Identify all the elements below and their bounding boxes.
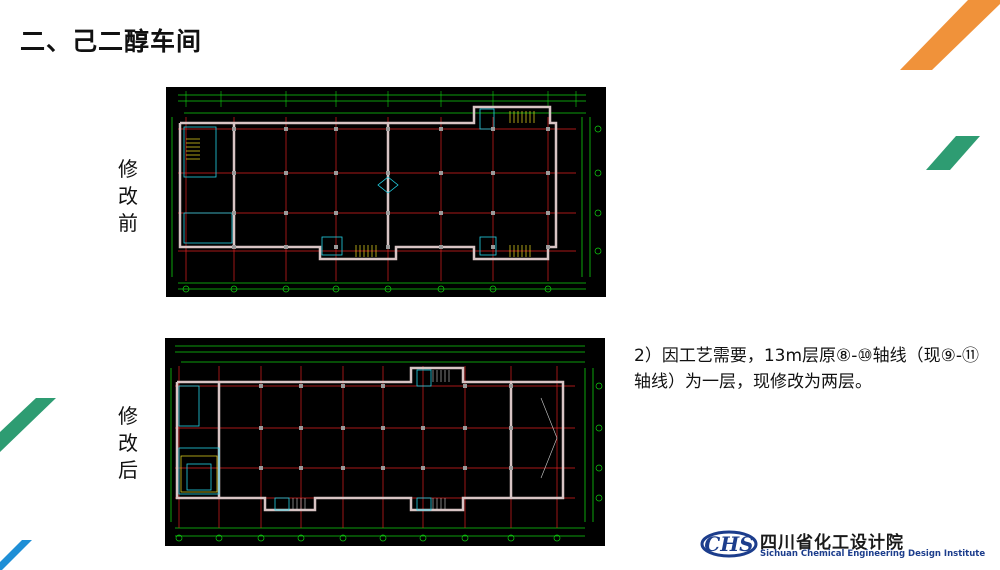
floor-plan-before bbox=[166, 87, 606, 297]
chs-logo-icon: CHS bbox=[700, 530, 758, 558]
label-after: 修改后 bbox=[118, 404, 138, 482]
floor-plan-before-svg bbox=[171, 91, 602, 293]
label-before: 修改前 bbox=[118, 157, 138, 235]
deco-stripe-green-top bbox=[926, 136, 980, 170]
deco-stripe-blue bbox=[0, 540, 32, 570]
logo-name-en: Sichuan Chemical Engineering Design Inst… bbox=[760, 549, 986, 559]
deco-stripe-orange bbox=[900, 0, 1000, 70]
floor-plan-after-svg bbox=[170, 345, 603, 542]
logo-mark: CHS bbox=[704, 532, 753, 556]
floor-plan-after bbox=[165, 338, 605, 546]
logo-name-cn: 四川省化工设计院 bbox=[760, 533, 904, 553]
modification-description: 2）因工艺需要，13m层原⑧-⑩轴线（现⑨-⑪轴线）为一层，现修改为两层。 bbox=[634, 346, 979, 392]
slide-title: 二、己二醇车间 bbox=[20, 27, 203, 56]
institute-logo: CHS 四川省化工设计院 Sichuan Chemical Engineerin… bbox=[700, 524, 990, 564]
deco-stripe-green-left bbox=[0, 398, 56, 452]
